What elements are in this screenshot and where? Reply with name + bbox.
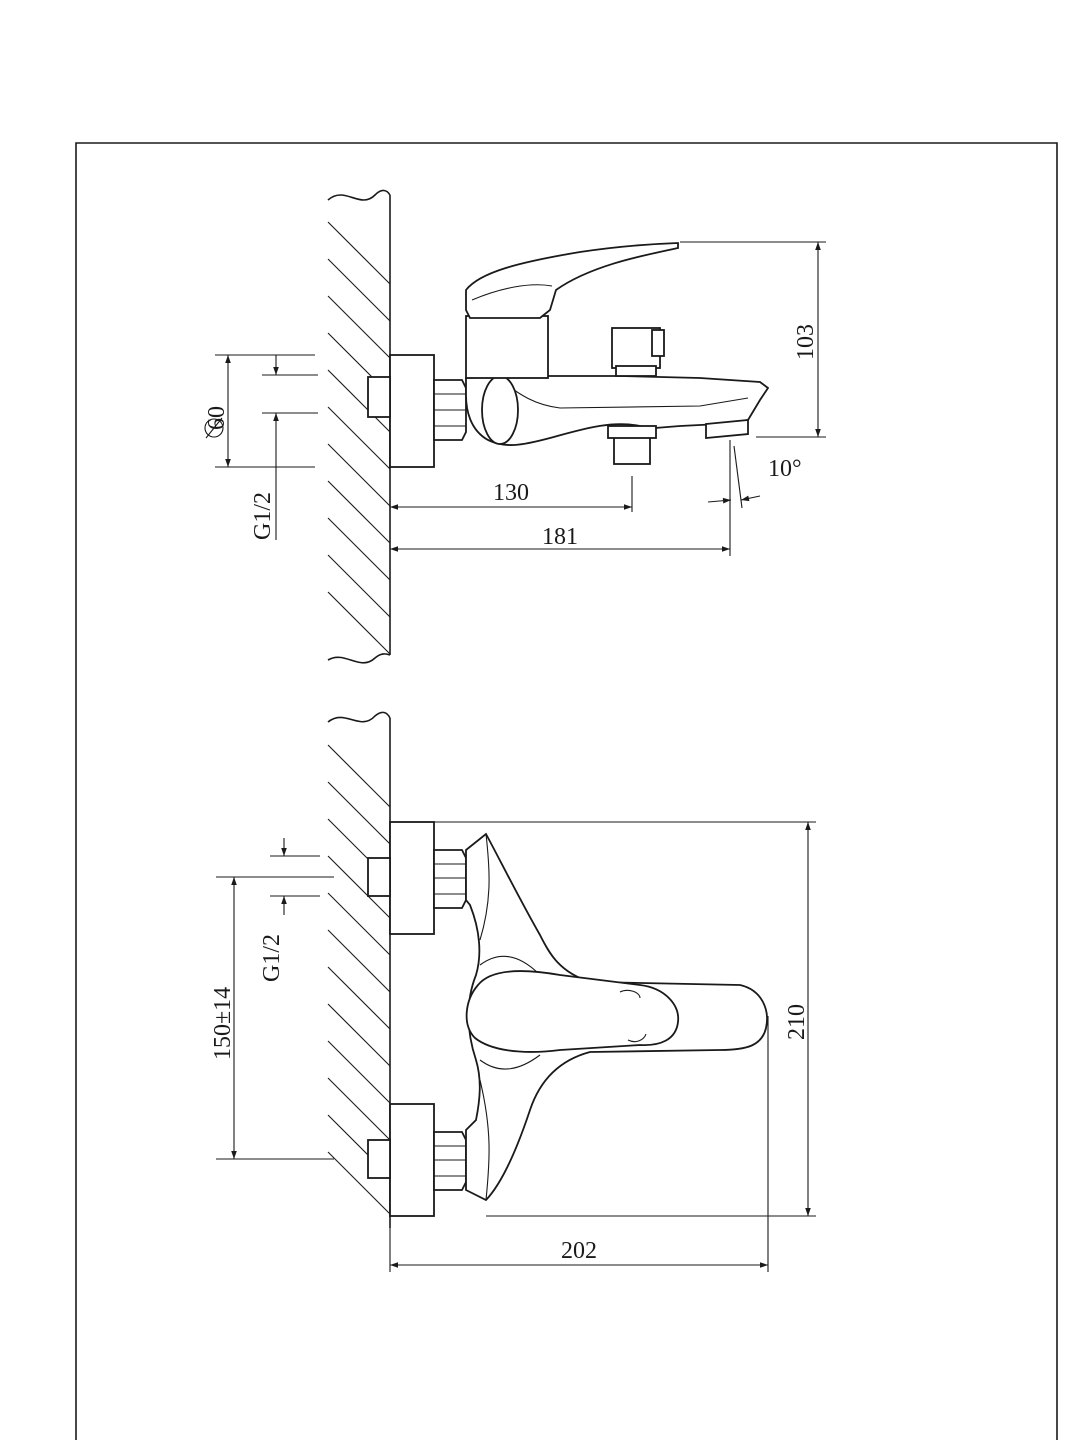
wall-flange-top [389, 354, 435, 468]
hatch-line [327, 517, 391, 581]
dim-height-top-label: 103 [793, 324, 819, 360]
inlet-lower [367, 1139, 391, 1179]
dim-thread-front: G1/2 [259, 838, 320, 982]
dim-thread-top: G1/2 [250, 355, 318, 540]
hatch-line [327, 591, 391, 655]
shower-outlet-top [613, 435, 651, 465]
dim-angle-label: 10° [768, 456, 802, 482]
hatch-line [327, 781, 391, 845]
hex-nut-upper [433, 849, 467, 909]
lever-handle-top [465, 242, 679, 319]
hatch-line [327, 1040, 391, 1104]
wall-flange-upper [389, 821, 435, 935]
hatch-line [327, 1151, 391, 1215]
dim-depth-handle: 130 [390, 476, 633, 512]
dim-depth-spout-label: 181 [542, 524, 578, 550]
hatch-line [327, 554, 391, 618]
hatch-line [327, 369, 391, 433]
cartridge-housing-top [465, 315, 549, 379]
hatch-line [327, 221, 391, 285]
hatch-line [327, 295, 391, 359]
dim-height-top: 103 [680, 241, 826, 438]
lever-handle-front [465, 970, 679, 1053]
dim-diameter: 60 [204, 354, 315, 468]
wall-flange-lower [389, 1103, 435, 1217]
hatch-line [327, 892, 391, 956]
aerator-top [705, 419, 749, 439]
hatch-line [327, 744, 391, 808]
dim-width: 202 [389, 1016, 769, 1272]
hatch-line [327, 406, 391, 470]
dim-centers: 150±14 [210, 876, 334, 1160]
dim-depth-spout: 181 [390, 440, 731, 556]
hatch-line [327, 966, 391, 1030]
eccentric-inlet-top [367, 376, 391, 418]
dim-diameter-label: 60 [204, 406, 230, 430]
dim-centers-label: 150±14 [210, 987, 236, 1060]
dim-depth-handle-label: 130 [493, 480, 529, 506]
side-view: 60 G1/2 130 181 [204, 189, 826, 664]
drawing-frame [75, 142, 1058, 1440]
hatch-line [327, 1077, 391, 1141]
dim-width-label: 202 [561, 1238, 597, 1264]
dim-height-front-label: 210 [784, 1004, 810, 1040]
hatch-line [327, 443, 391, 507]
hatch-line [327, 929, 391, 993]
dim-angle: 10° [707, 445, 802, 509]
hatch-line [327, 855, 391, 919]
dim-thread-front-label: G1/2 [259, 934, 285, 982]
wall-hatch-top [327, 189, 391, 664]
hatch-line [327, 480, 391, 544]
inlet-upper [367, 857, 391, 897]
front-view: G1/2 150±14 210 202 [210, 711, 816, 1272]
dim-height-front: 210 [434, 821, 816, 1217]
dim-thread-top-label: G1/2 [250, 492, 276, 540]
hex-nut-lower [433, 1131, 467, 1191]
hatch-line [327, 1003, 391, 1067]
hatch-line [327, 258, 391, 322]
